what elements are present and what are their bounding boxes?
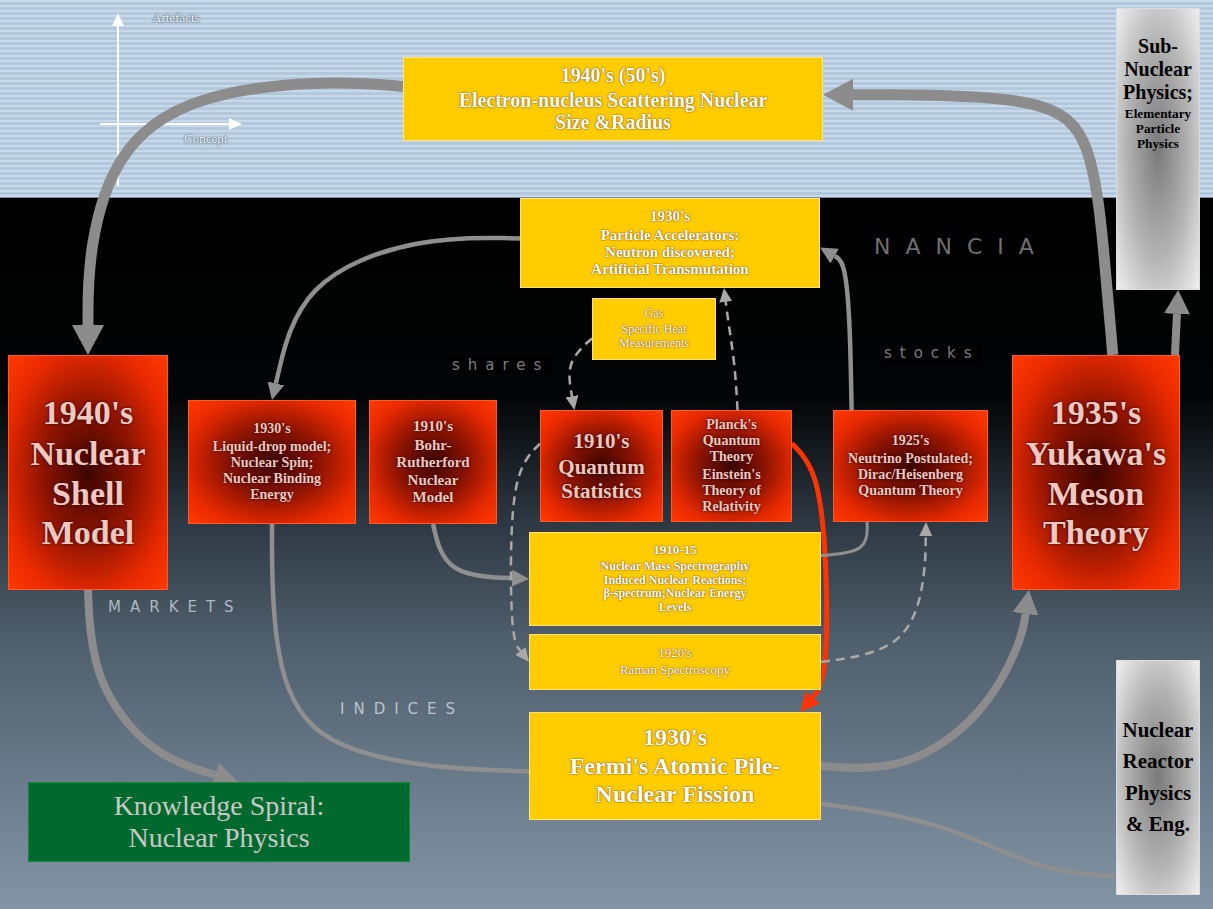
connector-arrow <box>821 536 926 662</box>
connector-arrow <box>821 804 1116 876</box>
box-heading: 1940's (50's) <box>561 64 666 87</box>
box-heading: 1910-15 <box>653 543 696 558</box>
field-box: Nuclear Reactor Physics & Eng. <box>1116 660 1200 895</box>
watermark-text: MARKETS <box>108 598 243 616</box>
box-heading: 1910's <box>573 429 629 453</box>
box-heading: 1930's <box>650 208 690 225</box>
theory-box: 1925'sNeutrino Postulated; Dirac/Heisenb… <box>833 410 988 522</box>
box-text: Liquid-drop model; Nuclear Spin; Nuclear… <box>208 439 336 503</box>
connector-arrow <box>821 522 867 556</box>
event-box: 1940's (50's)Electron-nucleus Scattering… <box>403 57 823 141</box>
box-heading: 1930's <box>643 724 707 752</box>
connector-arrow <box>821 614 1026 768</box>
box-heading: 1935's <box>1051 393 1142 432</box>
theory-box: 1940'sNuclear Shell Model <box>8 355 168 590</box>
connector-arrow <box>88 83 403 325</box>
box-heading: 1925's <box>892 433 929 449</box>
connector-arrow <box>569 338 592 396</box>
axis-label: Artefacts <box>152 10 200 26</box>
connector-arrow <box>853 95 1113 355</box>
box-text: Nuclear Shell Model <box>14 434 162 551</box>
connector-arrow <box>88 590 215 775</box>
watermark-text: stocks <box>882 344 982 362</box>
connector-arrow <box>272 524 529 771</box>
theory-box: 1910'sBohr-Rutherford Nuclear Model <box>369 400 497 524</box>
theory-box: 1930'sLiquid-drop model; Nuclear Spin; N… <box>188 400 356 524</box>
theory-box: Planck's Quantum TheoryEinstein's Theory… <box>671 410 792 522</box>
theory-box: 1935'sYukawa's Meson Theory <box>1012 355 1180 590</box>
watermark-text: INDICES <box>340 700 464 718</box>
box-text: Raman Spectroscopy <box>620 663 730 678</box>
box-heading: Knowledge Spiral: Nuclear Physics <box>84 790 354 854</box>
box-heading: Nuclear Reactor Physics & Eng. <box>1122 715 1194 840</box>
box-text: Electron-nucleus Scattering Nuclear Size… <box>458 89 768 135</box>
box-text: Bohr-Rutherford Nuclear Model <box>388 437 478 506</box>
connector-arrow <box>1175 314 1177 355</box>
event-box: 1920'sRaman Spectroscopy <box>529 634 821 690</box>
event-box: 1930'sParticle Accelerators: Neutron dis… <box>520 198 820 288</box>
event-box: 1930'sFermi's Atomic Pile-Nuclear Fissio… <box>529 712 821 820</box>
axis-head <box>229 118 242 130</box>
axis-label: Concept <box>184 131 227 147</box>
box-heading: 1940's <box>43 393 134 432</box>
watermark-text: shares <box>450 356 551 374</box>
box-text: Specific Heat Measurements <box>612 323 696 351</box>
box-text: Elementary Particle Physics <box>1122 106 1194 152</box>
title-box: Knowledge Spiral: Nuclear Physics <box>28 782 410 862</box>
field-box: Sub-Nuclear Physics;Elementary Particle … <box>1116 8 1200 290</box>
dark-ground <box>0 197 1213 909</box>
box-text: Particle Accelerators: Neutron discovere… <box>578 227 763 279</box>
box-text: Fermi's Atomic Pile-Nuclear Fission <box>544 753 806 808</box>
box-heading: 1920's <box>658 646 691 661</box>
event-box: 1910-15Nuclear Mass Spectrography Induce… <box>529 532 821 626</box>
connector-arrow <box>726 302 738 410</box>
box-heading: Planck's Quantum Theory <box>696 417 768 465</box>
box-heading: Sub-Nuclear Physics; <box>1122 35 1194 104</box>
box-heading: 1930's <box>253 421 290 437</box>
box-text: Quantum Statistics <box>546 455 657 503</box>
box-heading: 1910's <box>413 418 453 435</box>
box-text: Neutrino Postulated; Dirac/Heisenberg Qu… <box>839 451 982 499</box>
box-text: Einstein's Theory of Relativity <box>696 467 768 515</box>
event-box: GasSpecific Heat Measurements <box>592 298 716 360</box>
watermark-text: N A N C I A <box>872 234 1036 259</box>
box-text: Yukawa's Meson Theory <box>1018 434 1174 551</box>
box-heading: Gas <box>645 307 664 321</box>
box-text: Nuclear Mass Spectrography Induced Nucle… <box>598 560 752 615</box>
axis-head <box>112 13 124 26</box>
connector-arrow <box>835 256 852 410</box>
theory-box: 1910'sQuantum Statistics <box>540 410 663 522</box>
connector-arrow <box>433 524 512 578</box>
